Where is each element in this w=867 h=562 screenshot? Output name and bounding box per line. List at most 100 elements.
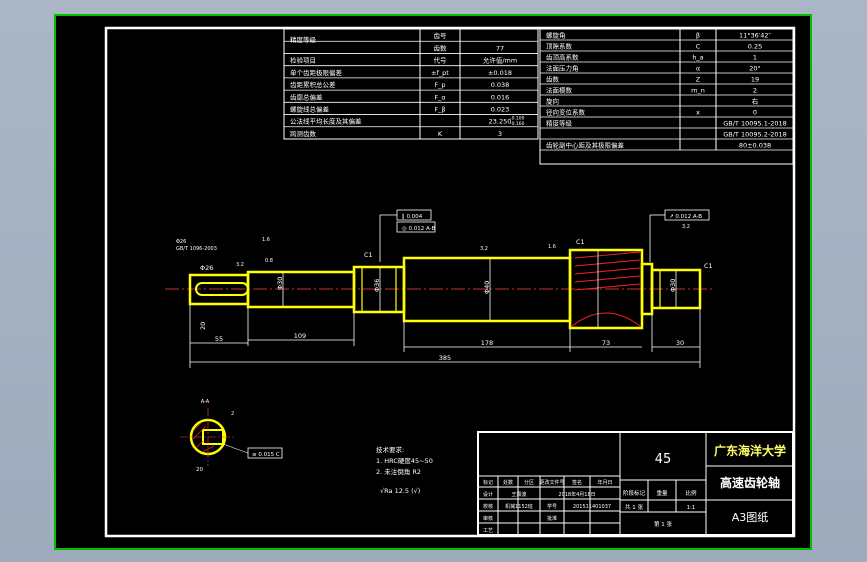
dim-length: 109: [294, 332, 306, 340]
dim-length: 30: [676, 339, 684, 347]
school-name: 广东海洋大学: [714, 443, 786, 458]
param-sym: ±f_pt: [431, 69, 449, 77]
tech-req-title: 技术要求:: [376, 445, 404, 454]
tb-cell: 第 1 张: [654, 520, 672, 528]
param-val: GB/T 10095.1-2018: [723, 120, 787, 128]
param-val: 11°36′42″: [739, 32, 772, 40]
param-val: ±0.018: [488, 69, 512, 77]
param-sym: F_p: [434, 81, 445, 89]
tol-value: ◎ 0.012 A-B: [402, 226, 435, 232]
param-val: 23.250: [489, 118, 512, 126]
shoulder-lines: [361, 267, 661, 312]
param-sym: 齿数: [434, 43, 448, 52]
param-val: 0.25: [748, 43, 762, 51]
param-sym: m_n: [691, 87, 705, 95]
param-sym: 齿号: [434, 32, 448, 40]
tb-cell: 阶段标记: [623, 489, 646, 497]
section-view-a-a[interactable]: [180, 408, 283, 466]
tb-cell: 更改文件号: [539, 479, 564, 486]
roughness: 2: [231, 411, 234, 417]
param-val: 2: [753, 87, 757, 95]
tb-cell: 重量: [656, 489, 668, 497]
dim-diameter: Φ40: [483, 281, 491, 294]
param-dev: -0.100: [510, 115, 525, 121]
material: 45: [655, 452, 672, 467]
tolerance-labels: ∥ 0.004◎ 0.012 A-B↗ 0.012 A-B: [402, 213, 702, 232]
roughness: 3.2: [682, 224, 690, 230]
dim-key: 20: [199, 322, 207, 330]
param-name: 齿顶高系数: [546, 53, 579, 62]
param-name: 跨测齿数: [290, 129, 317, 138]
dim-length: 178: [481, 339, 493, 347]
title-block: [477, 431, 794, 536]
param-name: 精度等级: [290, 35, 317, 44]
tb-cell: 签名: [572, 479, 582, 486]
tb-cell: 共 1 张: [625, 503, 643, 511]
param-val: 1: [753, 54, 757, 62]
gear-param-table-right: [539, 28, 794, 165]
dim-length: 73: [602, 339, 610, 347]
gear-param-table-left: [283, 28, 539, 140]
tb-cell: 201511401037: [573, 504, 611, 510]
param-name: 检验项目: [290, 56, 316, 65]
param-sym: F_β: [434, 106, 445, 114]
param-sym: F_α: [434, 93, 445, 101]
dim-length: 55: [215, 335, 223, 343]
param-sym: 代号: [434, 56, 448, 65]
tb-cell: 批准: [547, 515, 557, 522]
param-sym: x: [696, 109, 700, 117]
param-sym: β: [696, 32, 700, 40]
tb-cell: 校核: [483, 503, 493, 510]
tb-cell: 工艺: [483, 528, 493, 534]
param-name: 旋向: [546, 97, 559, 106]
tb-cell: 1:1: [687, 505, 696, 511]
param-name: 法面模数: [546, 86, 573, 95]
drawing-frame: [104, 26, 796, 538]
dim-note: GB/T 1096-2003: [176, 246, 217, 252]
param-name: 公法线平均长度及其偏差: [290, 117, 362, 126]
param-name: 法面压力角: [546, 64, 579, 73]
param-sym: C: [696, 43, 701, 51]
param-name: 螺旋线总偏差: [290, 105, 330, 114]
param-val: 0.038: [491, 81, 510, 89]
sheet-border: [54, 14, 812, 550]
param-dev: -0.160: [510, 121, 525, 127]
tb-cell: 分区: [524, 479, 534, 486]
param-val: 右: [752, 97, 759, 106]
param-sym: α: [696, 65, 700, 73]
tb-cell: 处数: [503, 479, 513, 486]
param-name: 径向变位系数: [546, 108, 586, 117]
roughness: 0.8: [265, 258, 273, 264]
param-sym: h_a: [692, 54, 703, 62]
tech-req-rough: √Ra 12.5 (√): [380, 487, 420, 495]
param-val: 77: [496, 44, 504, 52]
tb-cell: 学号: [547, 503, 557, 510]
tb-cell: 比例: [685, 489, 697, 497]
part-name: 高速齿轮轴: [720, 475, 780, 490]
dim-note: Φ26: [176, 239, 186, 245]
sheet-size: A3图纸: [732, 511, 769, 524]
dimension-lines: [189, 250, 701, 368]
roughness: 3.2: [480, 246, 488, 252]
param-name: 齿距累积总公差: [290, 80, 336, 89]
tb-cell: 2018年4月18日: [558, 491, 595, 498]
roughness: 3.2: [236, 262, 244, 268]
param-name: 齿数: [546, 75, 560, 84]
param-name: 精度等级: [546, 119, 573, 128]
tb-cell: 机械1152班: [505, 503, 533, 510]
param-sym: Z: [696, 76, 701, 84]
param-name: 顶隙系数: [546, 42, 573, 51]
dim-chamfer: C1: [704, 262, 713, 270]
roughness: 1.6: [262, 237, 270, 243]
tol-value: ∥ 0.004: [402, 213, 423, 220]
keyway: [195, 282, 249, 296]
param-val: GB/T 10095.2-2018: [723, 131, 787, 139]
tb-cell: 标记: [483, 479, 493, 486]
dim-diameter: Φ26: [200, 264, 213, 272]
dim-chamfer: C1: [364, 251, 373, 259]
